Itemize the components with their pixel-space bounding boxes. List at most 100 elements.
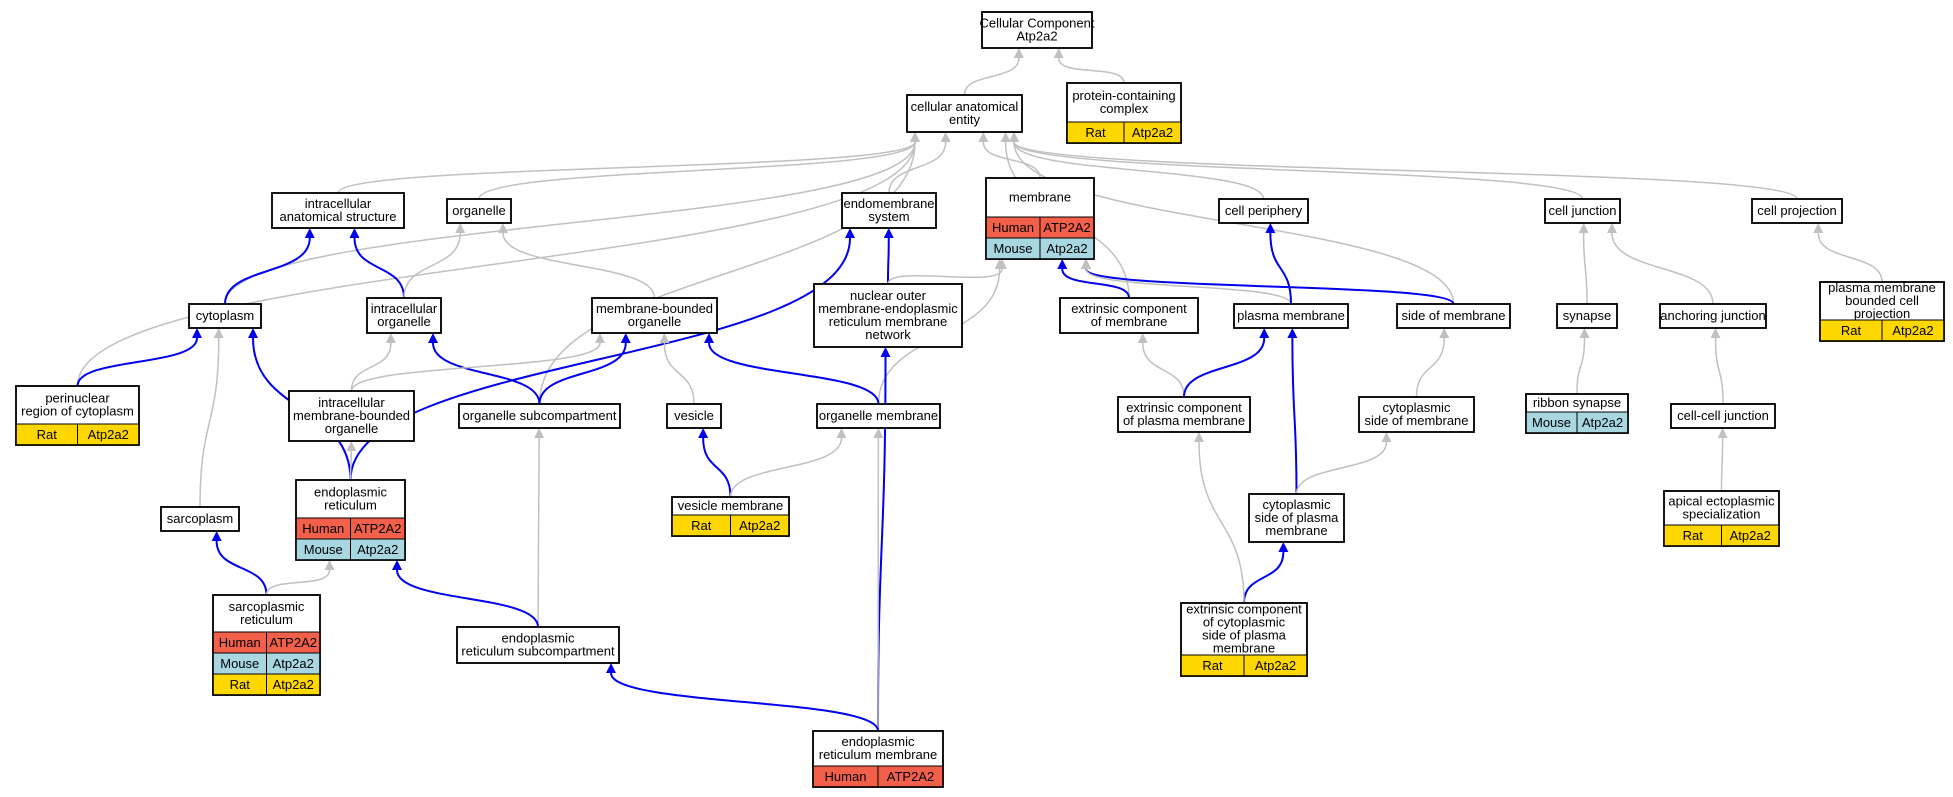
term-node-orgsub[interactable]: organelle subcompartment <box>458 403 621 429</box>
term-label: membrane <box>1265 523 1327 538</box>
term-border <box>1396 303 1511 329</box>
term-label: perinuclear <box>45 391 110 406</box>
term-border <box>813 283 963 348</box>
term-label: side of plasma <box>1255 510 1340 525</box>
term-border <box>812 730 944 788</box>
term-border <box>1544 198 1621 224</box>
arrowhead <box>910 132 920 142</box>
term-border <box>446 198 512 224</box>
species-label: Mouse <box>993 241 1032 256</box>
part-of-edge-ersub-er <box>396 569 539 628</box>
is-a-edge-ccjunc-anchjunc <box>1714 337 1724 405</box>
term-border <box>1059 297 1199 334</box>
arrowhead <box>606 663 616 673</box>
species-label: Rat <box>37 427 58 442</box>
arrowhead <box>994 259 1005 269</box>
term-border <box>1218 198 1309 224</box>
species-label: Rat <box>230 677 251 692</box>
term-label: network <box>865 327 911 342</box>
arrowhead <box>1000 132 1011 142</box>
term-node-cellproj[interactable]: cell projection <box>1751 198 1843 224</box>
term-border <box>841 192 937 229</box>
is-a-edge-cae-root <box>963 57 1020 96</box>
term-node-organelle[interactable]: organelle <box>446 198 512 224</box>
species-label: Human <box>302 521 344 536</box>
arrowhead <box>1053 48 1064 58</box>
term-border <box>591 297 718 334</box>
term-border <box>456 626 620 664</box>
arrowhead <box>1710 328 1721 338</box>
term-border <box>1248 493 1345 543</box>
part-of-edge-sr-sarcoplasm <box>215 540 268 596</box>
part-of-edge-cspm-pm <box>1291 337 1298 495</box>
arrowhead <box>534 428 545 438</box>
term-node-synapse[interactable]: synapse <box>1556 303 1618 329</box>
is-a-edge-cspm-csm <box>1295 441 1388 495</box>
species-label: Rat <box>691 518 712 533</box>
term-node-cellper[interactable]: cell periphery <box>1218 198 1309 224</box>
term-node-som[interactable]: side of membrane <box>1396 303 1511 329</box>
term-node-nomerm[interactable]: nuclear outermembrane-endoplasmicreticul… <box>813 283 963 348</box>
term-label: synapse <box>1563 308 1611 323</box>
term-border <box>816 403 941 429</box>
term-node-cytoplasm[interactable]: cytoplasm <box>188 303 262 329</box>
term-label: membrane <box>1213 641 1275 656</box>
term-border <box>906 94 1023 133</box>
term-node-vesicle[interactable]: vesicle <box>666 403 722 429</box>
term-label: sarcoplasm <box>167 511 233 526</box>
term-label: reticulum <box>240 612 293 627</box>
species-label: Rat <box>1841 323 1862 338</box>
term-label: side of membrane <box>1364 413 1468 428</box>
gene-label: Atp2a2 <box>1730 528 1771 543</box>
term-node-orgmem[interactable]: organelle membrane <box>816 403 941 429</box>
gene-label: Atp2a2 <box>1132 125 1173 140</box>
term-node-ccjunc[interactable]: cell-cell junction <box>1670 403 1776 429</box>
is-a-edge-vesmem-orgmem <box>729 437 843 498</box>
term-label: endoplasmic <box>314 485 387 500</box>
term-node-sarcoplasm[interactable]: sarcoplasm <box>160 506 240 532</box>
arrowhead <box>880 347 891 357</box>
is-a-edge-pcc-root <box>1058 57 1125 84</box>
species-label: Human <box>825 769 867 784</box>
term-label: plasma membrane <box>1828 280 1936 295</box>
term-node-celljunc[interactable]: cell junction <box>1544 198 1621 224</box>
species-label: Rat <box>1202 658 1223 673</box>
species-label: Rat <box>1683 528 1704 543</box>
gene-label: ATP2A2 <box>354 521 401 536</box>
part-of-edge-intorg-ias <box>353 237 405 299</box>
term-node-pm[interactable]: plasma membrane <box>1233 303 1349 329</box>
arrowhead <box>1259 328 1270 338</box>
species-label: Human <box>219 635 261 650</box>
is-a-edge-celljunc-cae <box>1013 141 1584 200</box>
term-label: endoplasmic <box>502 631 575 646</box>
term-border <box>188 303 262 329</box>
arrowhead <box>213 328 224 338</box>
part-of-edge-ecm-membrane <box>1061 268 1130 299</box>
term-node-anchjunc[interactable]: anchoring junction <box>1659 303 1767 329</box>
